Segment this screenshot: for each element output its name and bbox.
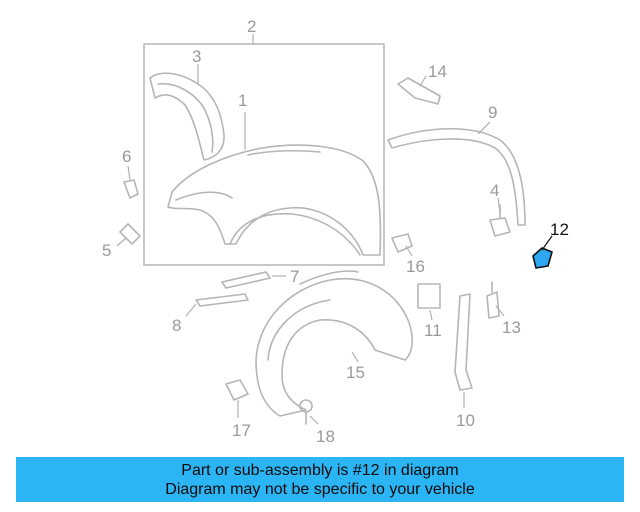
callout-17: 17 bbox=[232, 421, 251, 440]
banner-line-part-number: Part or sub-assembly is #12 in diagram bbox=[181, 462, 459, 479]
part-14-bracket[interactable] bbox=[397, 77, 441, 105]
banner-line-disclaimer: Diagram may not be specific to your vehi… bbox=[165, 481, 475, 498]
part-16-clip[interactable] bbox=[391, 233, 413, 253]
callout-3: 3 bbox=[192, 47, 201, 66]
part-11-pad[interactable] bbox=[417, 283, 441, 309]
part-5-clip[interactable] bbox=[119, 223, 141, 245]
part-13-fastener[interactable] bbox=[486, 281, 500, 319]
part-1-fender[interactable] bbox=[167, 144, 382, 256]
part-18-push-pin[interactable] bbox=[299, 399, 313, 425]
callout-13: 13 bbox=[502, 318, 521, 337]
part-3-inner-panel[interactable] bbox=[149, 72, 225, 161]
callout-10: 10 bbox=[456, 411, 475, 430]
part-7-strip[interactable] bbox=[221, 271, 271, 289]
assembly-box bbox=[143, 43, 385, 266]
part-9-molding[interactable] bbox=[387, 128, 526, 226]
callout-12: 12 bbox=[550, 220, 569, 239]
callout-5: 5 bbox=[102, 241, 111, 260]
callout-8: 8 bbox=[172, 316, 181, 335]
callout-18: 18 bbox=[316, 427, 335, 446]
info-banner: Part or sub-assembly is #12 in diagram D… bbox=[16, 457, 624, 502]
callout-11: 11 bbox=[424, 321, 442, 340]
callout-1: 1 bbox=[238, 91, 247, 110]
part-8-strip[interactable] bbox=[195, 293, 249, 307]
part-10-trim[interactable] bbox=[454, 293, 473, 391]
callout-4: 4 bbox=[490, 181, 499, 200]
callout-16: 16 bbox=[406, 257, 425, 276]
callout-15: 15 bbox=[346, 363, 365, 382]
part-12-highlighted[interactable] bbox=[532, 247, 553, 269]
callout-14: 14 bbox=[428, 62, 447, 81]
parts-diagram: 1 2 3 4 5 6 7 8 9 10 11 12 13 14 15 16 1… bbox=[102, 17, 569, 446]
callout-6: 6 bbox=[122, 147, 131, 166]
part-17-clip[interactable] bbox=[225, 379, 249, 401]
part-6-clip[interactable] bbox=[123, 179, 139, 199]
callout-2: 2 bbox=[247, 17, 256, 36]
callout-9: 9 bbox=[488, 103, 497, 122]
part-15-liner[interactable] bbox=[255, 270, 413, 417]
callout-7: 7 bbox=[290, 267, 299, 286]
